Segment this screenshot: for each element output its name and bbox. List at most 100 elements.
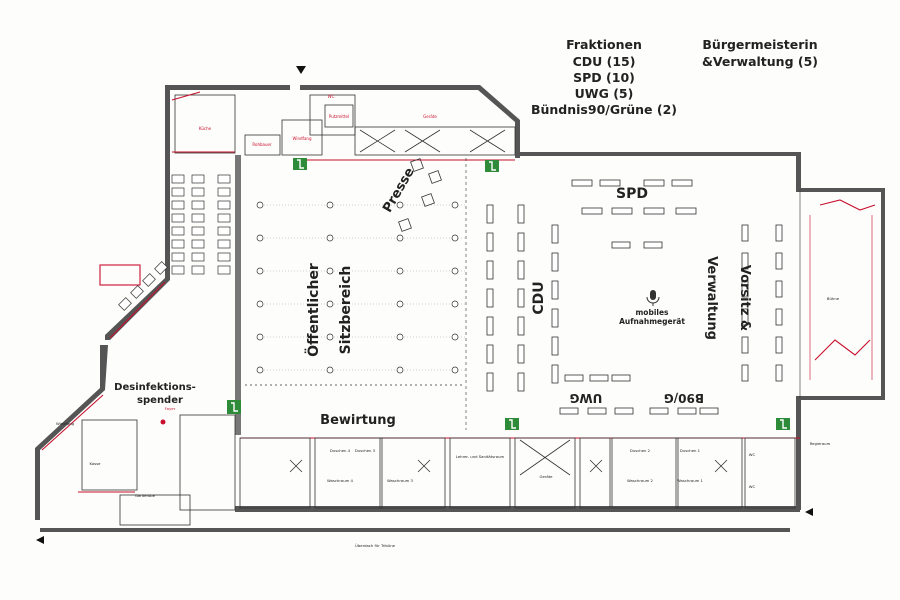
- council-desk: [559, 407, 579, 415]
- spd-label: SPD: [616, 186, 648, 202]
- chair-label-2: Verwaltung: [704, 256, 719, 340]
- svg-text:Duschen 2: Duschen 2: [630, 448, 651, 453]
- svg-text:Foyer: Foyer: [165, 406, 176, 411]
- svg-text:Regieraum: Regieraum: [810, 441, 831, 446]
- council-desk: [486, 288, 494, 308]
- council-desk: [551, 308, 559, 328]
- stage: [799, 190, 876, 398]
- council-desk: [517, 372, 525, 392]
- public-chair: [256, 267, 264, 275]
- disinfectant-dispenser-marker: [160, 419, 166, 425]
- public-chair: [256, 300, 264, 308]
- council-desk: [551, 224, 559, 244]
- svg-text:Putzmittel: Putzmittel: [329, 114, 349, 119]
- public-chair: [451, 234, 459, 242]
- svg-text:Waschraum 2: Waschraum 2: [627, 478, 654, 483]
- council-desk: [517, 260, 525, 280]
- council-desk: [551, 336, 559, 356]
- emergency-exit-icon: [227, 400, 241, 414]
- public-chair: [396, 366, 404, 374]
- council-desk: [741, 308, 749, 326]
- council-desk: [517, 232, 525, 252]
- public-chair: [451, 201, 459, 209]
- mayor-label-2: &Verwaltung (5): [702, 54, 818, 69]
- service-rooms: [174, 94, 516, 156]
- cafe-table: [217, 174, 231, 184]
- council-desk: [486, 316, 494, 336]
- entrance-arrow-icon: [36, 536, 44, 544]
- svg-text:Windfang: Windfang: [293, 136, 312, 141]
- svg-text:Duschen 3: Duschen 3: [355, 448, 376, 453]
- council-desk: [775, 364, 783, 382]
- emergency-exit-icon: [505, 418, 519, 430]
- svg-text:Küche: Küche: [199, 126, 212, 131]
- council-desk: [587, 407, 607, 415]
- cafe-table: [217, 200, 231, 210]
- council-desk: [775, 336, 783, 354]
- cafe-table: [217, 213, 231, 223]
- svg-text:Überdach für Tribüne: Überdach für Tribüne: [355, 543, 396, 548]
- council-desk: [486, 260, 494, 280]
- disinfect-label-2: spender: [137, 395, 183, 406]
- cafe-table: [191, 265, 205, 275]
- cafe-seating: [118, 174, 231, 311]
- entrance-arrow-icon: [296, 66, 306, 74]
- public-chair: [326, 234, 334, 242]
- svg-text:WC: WC: [749, 484, 756, 489]
- cafe-table: [191, 174, 205, 184]
- public-chair: [256, 333, 264, 341]
- cafe-table: [171, 265, 185, 275]
- svg-text:Kasse: Kasse: [89, 461, 101, 466]
- council-desk: [517, 344, 525, 364]
- public-seating-label-2: Sitzbereich: [338, 266, 354, 355]
- council-desk: [599, 179, 621, 187]
- svg-text:Duschen 4: Duschen 4: [330, 448, 351, 453]
- cafe-table: [217, 239, 231, 249]
- cafe-table: [217, 187, 231, 197]
- council-desk: [649, 407, 669, 415]
- council-desk: [741, 252, 749, 270]
- cafe-table: [154, 261, 168, 275]
- cafe-table: [171, 187, 185, 197]
- public-chair: [396, 333, 404, 341]
- public-chair: [396, 234, 404, 242]
- council-desk: [614, 407, 634, 415]
- svg-text:Geräte: Geräte: [423, 114, 437, 119]
- council-desk: [564, 374, 584, 382]
- council-desk: [675, 207, 697, 215]
- cafe-table: [191, 187, 205, 197]
- public-chair: [326, 300, 334, 308]
- disinfect-label-1: Desinfektions-: [114, 382, 196, 393]
- faction-legend: Fraktionen CDU (15) SPD (10) UWG (5) Bün…: [531, 37, 818, 117]
- public-chair: [256, 201, 264, 209]
- emergency-exit-icon: [776, 418, 790, 430]
- cafe-table: [171, 252, 185, 262]
- council-desk: [611, 374, 631, 382]
- microphone-icon: [646, 290, 660, 306]
- council-desk: [611, 241, 631, 249]
- cafe-table: [191, 200, 205, 210]
- outer-walls: [35, 85, 885, 532]
- bottom-room-labels: Duschen 4 Duschen 3 Waschraum 4 Waschrau…: [56, 296, 840, 548]
- svg-text:WC: WC: [749, 452, 756, 457]
- council-desk: [517, 288, 525, 308]
- council-desk: [571, 179, 593, 187]
- entrance-arrow-icon: [805, 508, 813, 516]
- public-chair: [256, 366, 264, 374]
- council-desk: [775, 280, 783, 298]
- emergency-exit-icon: [485, 160, 499, 172]
- cafe-table: [118, 297, 132, 311]
- svg-text:Windfang: Windfang: [56, 421, 75, 426]
- public-chair: [396, 267, 404, 275]
- public-chair: [451, 333, 459, 341]
- cafe-table: [217, 226, 231, 236]
- council-desks: [486, 179, 783, 415]
- bottom-rooms: [81, 414, 796, 526]
- public-seating-area: [245, 158, 467, 430]
- factions-title: Fraktionen: [566, 37, 642, 52]
- council-desk: [741, 280, 749, 298]
- faction-uwg: UWG (5): [575, 86, 634, 101]
- cafe-table: [191, 239, 205, 249]
- council-desk: [486, 344, 494, 364]
- council-desk: [775, 252, 783, 270]
